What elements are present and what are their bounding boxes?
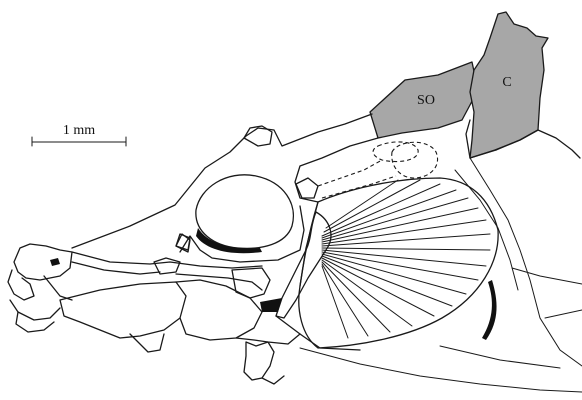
lower-jaw (60, 268, 270, 352)
upper-jaw (72, 252, 262, 290)
dashed-ellipse-1 (373, 142, 418, 162)
dashed-ellipse-2 (392, 142, 438, 178)
scale-bar-label: 1 mm (63, 123, 95, 138)
quadrate (232, 268, 270, 298)
opercle (299, 178, 498, 348)
ray (322, 258, 434, 316)
angular (176, 280, 262, 340)
ray (322, 260, 412, 326)
dentary (60, 282, 186, 338)
posterior-region (300, 280, 582, 392)
palatine (176, 274, 262, 290)
orbit-shade (196, 228, 262, 253)
ray (322, 248, 490, 250)
ray (322, 264, 368, 336)
label-c: C (502, 75, 511, 90)
maxilla (72, 252, 262, 268)
opercle-rays (322, 180, 490, 338)
ventral-contour-2 (440, 346, 560, 368)
postorbital-process (244, 126, 272, 146)
ventral-contour (300, 348, 582, 392)
ray (322, 250, 486, 266)
dashed-line-2 (322, 176, 396, 198)
snout-lower-2 (16, 312, 54, 332)
orbit-outline (196, 175, 294, 249)
nostril (50, 258, 60, 266)
snout-fold (44, 276, 72, 300)
shaded-bones: SO C (370, 12, 548, 158)
scale-bar: 1 mm (32, 123, 126, 146)
ray (322, 262, 390, 332)
opercle-outline (299, 178, 498, 348)
pectoral-shade (482, 280, 497, 340)
dashed-line-1 (318, 160, 382, 186)
label-so: SO (417, 93, 435, 108)
body-outline-2 (545, 310, 582, 318)
cranium-outline (72, 114, 582, 366)
orbit (176, 175, 304, 262)
snout-outline (14, 244, 72, 280)
otic-dashed (318, 142, 438, 198)
branchiostegal (262, 376, 284, 384)
ventral-bones (236, 334, 300, 384)
snout (8, 244, 72, 332)
body-outline (512, 268, 582, 284)
interhyal (244, 342, 274, 380)
pectoral-inner (455, 170, 518, 290)
skull-roof-inner (295, 138, 378, 202)
